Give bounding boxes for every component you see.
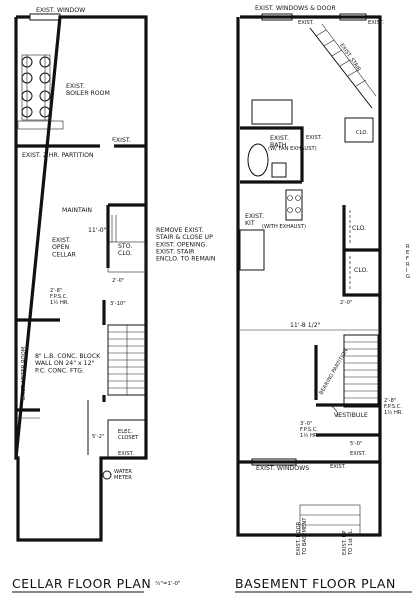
- cellar-exist-top-right: EXIST.: [112, 137, 131, 144]
- cellar-elec-closet: [107, 419, 147, 459]
- cellar-dim-5-2: 5'-2": [92, 434, 104, 440]
- basement-dim-5-0: 5'-0": [350, 441, 362, 447]
- basement-bath-label: EXIST.BATH: [270, 135, 289, 149]
- basement-stair: [343, 334, 379, 408]
- basement-bath-note: (W/ FAN EXHAUST): [268, 146, 317, 152]
- basement-clo-top: CLO.: [356, 130, 368, 136]
- cellar-dim-3-10: 3'-10": [110, 301, 126, 307]
- basement-up-to-1st: EXIST. UPTO 1st FL.: [342, 529, 354, 556]
- cellar-storage-closet: [106, 203, 146, 268]
- basement-exist-right-b: EXIST.: [330, 464, 346, 470]
- cellar-exist-bottom: EXIST.: [118, 451, 134, 457]
- basement-fpsc-left-label: 3'-0"F.P.S.C.1½ HR.: [300, 421, 319, 439]
- water-meter-icon: [102, 470, 112, 480]
- cellar-floor-plan: EXIST. WINDOW EXIST.BOILER ROOM EXIST. E…: [12, 7, 216, 593]
- basement-vestibule-label: VESTIBULE: [334, 412, 368, 419]
- basement-entry-stair: [309, 23, 377, 143]
- basement-bearing-label: BEARING PARTITION: [319, 348, 350, 396]
- cellar-partition-label: EXIST. 2 HR. PARTITION: [22, 152, 94, 159]
- basement-closets: [342, 205, 380, 297]
- boiler-equipment: [17, 54, 64, 130]
- cellar-boiler-room-label: EXIST.BOILER ROOM: [66, 83, 110, 97]
- basement-fpsc-label: 2'-8"F.P.S.C.1½ HR.: [384, 398, 403, 416]
- basement-clo-mid-b: CLO.: [354, 267, 368, 274]
- basement-outer-wall: [236, 15, 382, 537]
- cellar-maintain-label: MAINTAIN: [62, 207, 92, 214]
- basement-dim-2-0: 2'-0": [340, 300, 352, 306]
- cellar-fpsc-label: 2'-8"F.P.S.C.1½ HR.: [50, 288, 69, 306]
- basement-exist-windows-label: EXIST. WINDOWS: [256, 465, 309, 472]
- basement-exist-top-a: EXIST.: [298, 20, 314, 26]
- cellar-plan-scale: ¼"=1'-0": [155, 581, 181, 587]
- cellar-stair: [107, 324, 147, 396]
- basement-plan-title: BASEMENT FLOOR PLAN: [235, 576, 396, 591]
- basement-exist-top-b: EXIST.: [368, 20, 384, 26]
- stove-icon: [285, 189, 303, 221]
- basement-width-dim: 11'-8 1/2": [290, 322, 321, 329]
- cellar-width-dim: 11'-0": [88, 227, 107, 234]
- toilet-icon: [271, 162, 287, 178]
- cellar-meter-room-label: EXIST. METER ROOM: [21, 347, 27, 400]
- basement-bath-vanity: [251, 99, 293, 125]
- cellar-plan-title: CELLAR FLOOR PLAN: [12, 576, 151, 591]
- basement-clo-mid-a: CLO.: [352, 225, 366, 232]
- cellar-sto-clo-label: STO.CLO.: [118, 243, 132, 257]
- cellar-top-window: [29, 13, 61, 21]
- basement-floor-plan: EXIST. WINDOWS & DOOR EXIST. EXIST. EXIS…: [235, 5, 412, 593]
- bathtub-icon: [247, 143, 269, 177]
- basement-exist-bath-right: EXIST.: [306, 135, 322, 141]
- basement-door-to-basement: EXIST. DOORTO BASEMENT: [296, 517, 308, 556]
- basement-exist-right-a: EXIST.: [350, 451, 366, 457]
- basement-kit-note: (WITH EXHAUST): [262, 224, 306, 230]
- kitchen-counter: [239, 229, 265, 271]
- basement-top-label: EXIST. WINDOWS & DOOR: [255, 5, 336, 12]
- cellar-elec-closet-label: ELEC.CLOSET: [118, 429, 139, 441]
- cellar-dim-2-0: 2'-0": [112, 278, 124, 284]
- cellar-top-window-label: EXIST. WINDOW: [36, 7, 85, 14]
- basement-kit-label: EXIST.KIT: [245, 213, 264, 227]
